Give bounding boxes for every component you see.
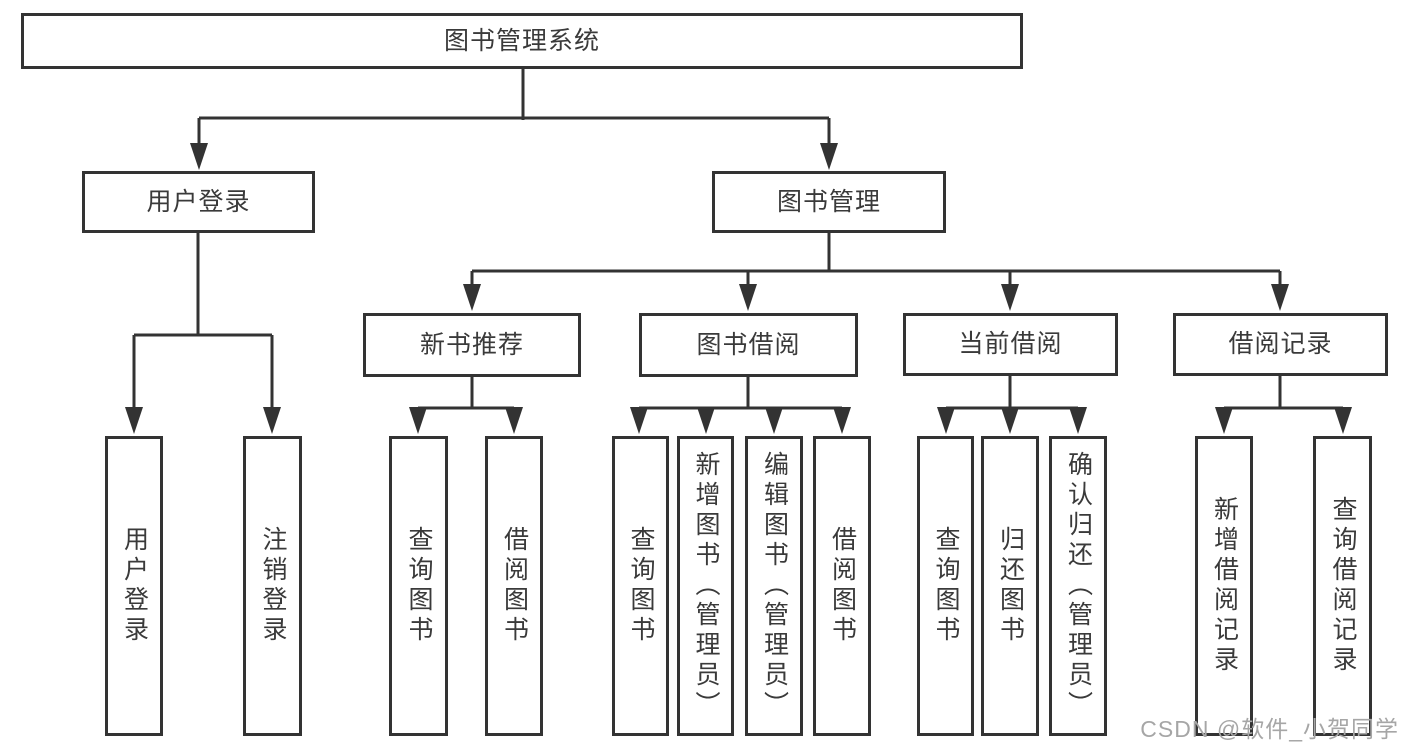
node-label: 查询借阅记录 bbox=[1329, 496, 1357, 676]
connector-borrowing-records bbox=[1222, 376, 1345, 410]
arrowhead bbox=[1271, 284, 1289, 311]
node-label: 图书管理系统 bbox=[443, 26, 600, 55]
leaf-user-login: 用户登录 bbox=[105, 436, 163, 736]
arrowheads bbox=[125, 143, 1352, 434]
arrowhead bbox=[765, 407, 783, 434]
leaf-records-query-record: 查询借阅记录 bbox=[1313, 436, 1372, 736]
leaf-recommend-borrow-books: 借阅图书 bbox=[485, 436, 543, 736]
arrowhead bbox=[1215, 407, 1233, 434]
node-label: 图书借阅 bbox=[696, 330, 801, 359]
arrowhead bbox=[1001, 284, 1019, 311]
node-label: 借阅图书 bbox=[828, 526, 857, 646]
leaf-current-return-books: 归还图书 bbox=[981, 436, 1039, 736]
node-label: 查询图书 bbox=[405, 526, 433, 646]
arrowhead bbox=[263, 407, 281, 434]
arrowhead bbox=[630, 407, 648, 434]
arrowhead bbox=[1001, 407, 1019, 434]
node-label: 新书推荐 bbox=[419, 330, 524, 359]
leaf-borrowing-borrow-books: 借阅图书 bbox=[813, 436, 871, 736]
node-label: 新增借阅记录 bbox=[1210, 496, 1239, 676]
arrowhead bbox=[1069, 407, 1087, 434]
arrowhead bbox=[833, 407, 851, 434]
leaf-recommend-query-books: 查询图书 bbox=[389, 436, 448, 736]
arrowhead bbox=[1334, 407, 1352, 434]
connector-book-management bbox=[470, 233, 1282, 286]
node-label: 注销登录 bbox=[259, 526, 287, 646]
node-library-management-system: 图书管理系统 bbox=[21, 13, 1023, 69]
node-label: 用户登录 bbox=[146, 187, 251, 216]
arrowhead bbox=[463, 284, 481, 311]
node-label: 借阅图书 bbox=[500, 526, 529, 646]
arrowhead bbox=[190, 143, 208, 170]
node-borrowing-records: 借阅记录 bbox=[1173, 313, 1388, 376]
arrowhead bbox=[125, 407, 143, 434]
node-label: 当前借阅 bbox=[958, 330, 1063, 358]
connector-current-borrowing bbox=[944, 376, 1080, 410]
node-book-management: 图书管理 bbox=[712, 171, 946, 233]
node-new-book-recommend: 新书推荐 bbox=[363, 313, 581, 377]
node-label: 新增图书（管理员） bbox=[692, 451, 720, 721]
leaf-borrowing-query-books: 查询图书 bbox=[612, 436, 669, 736]
connector-new-book-recommend bbox=[416, 377, 516, 410]
connector-root-level2 bbox=[197, 69, 831, 145]
node-label: 借阅记录 bbox=[1228, 330, 1333, 358]
arrowhead bbox=[937, 407, 955, 434]
node-current-borrowing: 当前借阅 bbox=[903, 313, 1118, 376]
node-label: 查询图书 bbox=[932, 526, 960, 646]
leaf-current-confirm-return-admin: 确认归还（管理员） bbox=[1049, 436, 1107, 736]
leaf-records-add-record: 新增借阅记录 bbox=[1195, 436, 1253, 736]
arrowhead bbox=[739, 284, 757, 311]
csdn-watermark: CSDN @软件_小贺同学 bbox=[1140, 716, 1399, 742]
arrowhead bbox=[505, 407, 523, 434]
leaf-current-query-books: 查询图书 bbox=[917, 436, 974, 736]
arrowhead bbox=[820, 143, 838, 170]
connector-user-login bbox=[132, 233, 274, 408]
connector-book-borrowing bbox=[637, 377, 844, 410]
node-label: 归还图书 bbox=[996, 526, 1025, 646]
node-label: 确认归还（管理员） bbox=[1064, 451, 1093, 721]
node-book-borrowing: 图书借阅 bbox=[639, 313, 858, 377]
arrowhead bbox=[697, 407, 715, 434]
node-user-login: 用户登录 bbox=[82, 171, 315, 233]
leaf-borrowing-add-books-admin: 新增图书（管理员） bbox=[677, 436, 734, 736]
leaf-logout: 注销登录 bbox=[243, 436, 302, 736]
node-label: 查询图书 bbox=[627, 526, 655, 646]
leaf-borrowing-edit-books-admin: 编辑图书（管理员） bbox=[745, 436, 803, 736]
node-label: 用户登录 bbox=[120, 526, 149, 646]
arrowhead bbox=[409, 407, 427, 434]
node-label: 图书管理 bbox=[776, 187, 881, 216]
node-label: 编辑图书（管理员） bbox=[760, 451, 789, 721]
